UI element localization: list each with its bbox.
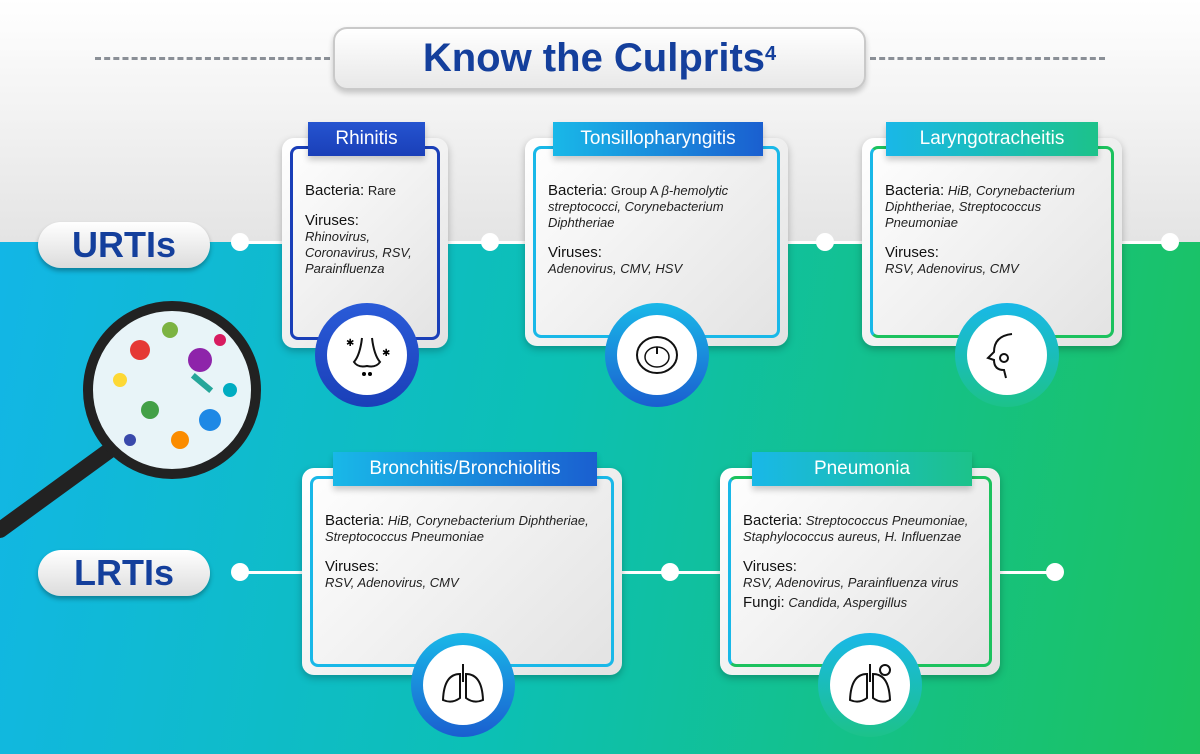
lrti-dot (231, 563, 249, 581)
urti-dot (231, 233, 249, 251)
lungs-icon (411, 633, 515, 737)
bacteria-value: Rare (367, 183, 397, 198)
title-text: Know the Culprits (422, 36, 766, 80)
viruses-label: Viruses: (743, 558, 797, 575)
lrti-dot (661, 563, 679, 581)
lrti-line (240, 571, 1060, 574)
bacteria-value: Streptococcus Pneumoniae, Staphylococcus… (743, 513, 969, 544)
magnifier-microbes-icon (0, 301, 261, 538)
title-reference: 4 (765, 43, 777, 65)
card-title: Laryngotracheitis (886, 122, 1098, 156)
bacteria-value-plain: Group A (610, 183, 658, 198)
viruses-value: RSV, Adenovirus, Parainfluenza virus (743, 575, 959, 590)
urti-dot (816, 233, 834, 251)
viruses-value: RSV, Adenovirus, CMV (325, 575, 459, 590)
urti-label: URTIs (38, 222, 210, 268)
urti-dot (1161, 233, 1179, 251)
bacteria-label: Bacteria: (305, 182, 365, 199)
throat-icon (605, 303, 709, 407)
urti-dot (481, 233, 499, 251)
fungi-value: Candida, Aspergillus (788, 595, 908, 610)
bacteria-value: HiB, Corynebacterium Diphtheriae, Strept… (325, 513, 589, 544)
viruses-label: Viruses: (548, 244, 602, 261)
bacteria-label: Bacteria: (743, 512, 803, 529)
bacteria-value: β-hemolytic streptococci, Corynebacteriu… (548, 183, 729, 230)
card-title: Rhinitis (308, 122, 425, 156)
viruses-value: Adenovirus, CMV, HSV (548, 261, 683, 276)
lrti-dot (1046, 563, 1064, 581)
svg-text:✱: ✱ (346, 338, 354, 349)
bacteria-label: Bacteria: (885, 182, 945, 199)
card-title: Pneumonia (752, 452, 972, 486)
divider-left (95, 57, 330, 60)
bacteria-label: Bacteria: (548, 182, 608, 199)
bacteria-value: HiB, Corynebacterium Diphtheriae, Strept… (885, 183, 1075, 230)
svg-text:✱: ✱ (382, 348, 390, 359)
viruses-value: RSV, Adenovirus, CMV (885, 261, 1019, 276)
card-title: Bronchitis/Bronchiolitis (333, 452, 597, 486)
lrti-label: LRTIs (38, 550, 210, 596)
lungs-germ-icon (818, 633, 922, 737)
divider-right (870, 57, 1105, 60)
bacteria-label: Bacteria: (325, 512, 385, 529)
viruses-label: Viruses: (885, 244, 939, 261)
viruses-value: Rhinovirus, Coronavirus, RSV, Parainflue… (305, 229, 412, 276)
viruses-label: Viruses: (305, 212, 359, 229)
fungi-label: Fungi: (743, 594, 785, 611)
card-title: Tonsillopharyngitis (553, 122, 763, 156)
viruses-label: Viruses: (325, 558, 379, 575)
nose-icon: ✱✱ (315, 303, 419, 407)
larynx-icon (955, 303, 1059, 407)
